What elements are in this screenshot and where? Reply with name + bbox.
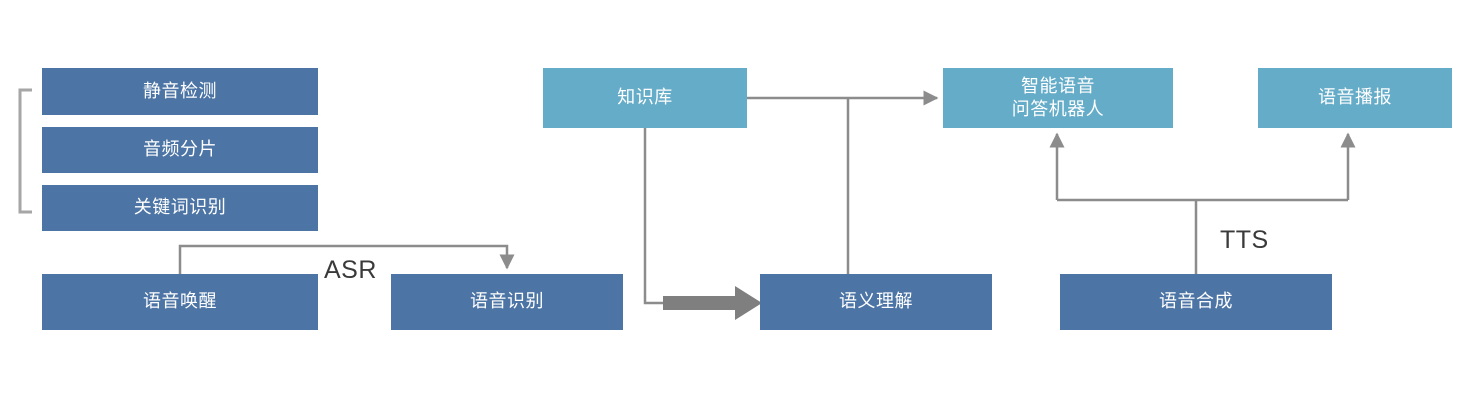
node-silence-detection[interactable]: 静音检测 bbox=[42, 68, 318, 115]
node-voice-wakeup[interactable]: 语音唤醒 bbox=[42, 274, 318, 330]
thick-block-arrow-icon bbox=[663, 286, 762, 320]
node-voice-broadcast[interactable]: 语音播报 bbox=[1258, 68, 1452, 128]
grouping-bracket-icon bbox=[18, 88, 32, 214]
node-semantic-understanding[interactable]: 语义理解 bbox=[760, 274, 992, 330]
edge-label-asr: ASR bbox=[324, 256, 377, 284]
edge-label-tts: TTS bbox=[1220, 226, 1269, 254]
edge-kb-to-semantic bbox=[643, 128, 668, 305]
node-knowledge-base[interactable]: 知识库 bbox=[543, 68, 747, 128]
node-audio-slicing[interactable]: 音频分片 bbox=[42, 127, 318, 173]
edge-synthesis-split bbox=[1049, 132, 1356, 274]
node-qa-robot[interactable]: 智能语音 问答机器人 bbox=[943, 68, 1173, 128]
node-keyword-spotting[interactable]: 关键词识别 bbox=[42, 185, 318, 231]
node-speech-synthesis[interactable]: 语音合成 bbox=[1060, 274, 1332, 330]
node-speech-recognition[interactable]: 语音识别 bbox=[391, 274, 623, 330]
